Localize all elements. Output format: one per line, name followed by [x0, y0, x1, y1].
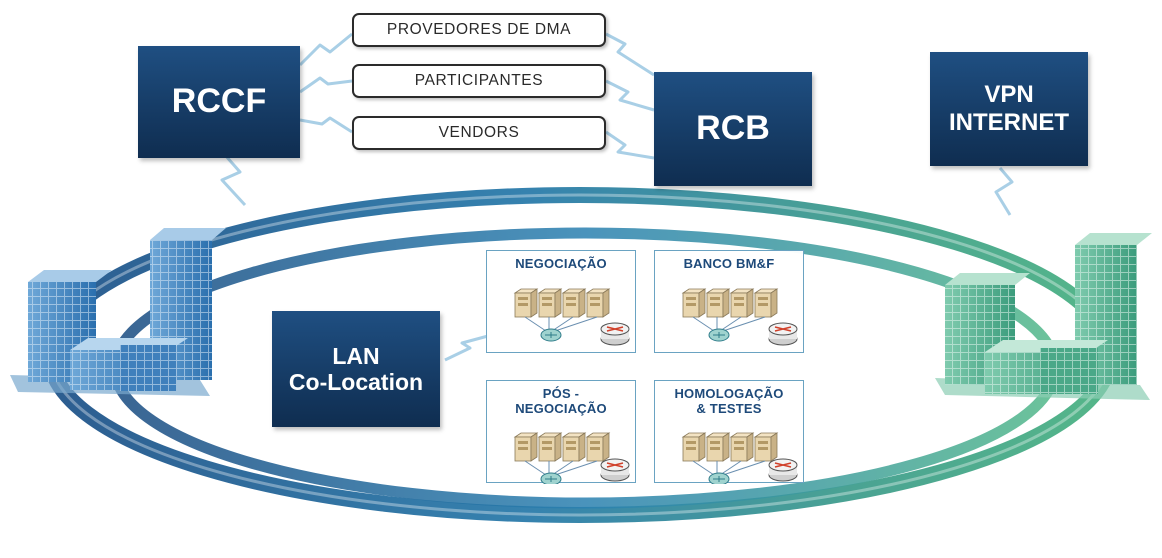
- lan-label: LAN: [332, 342, 380, 369]
- server-icon: [513, 288, 539, 318]
- link-vpn-ring: [994, 167, 1014, 216]
- server-icon: [513, 432, 539, 462]
- server-icon: [753, 432, 779, 462]
- switch-icon: [540, 472, 562, 484]
- vendors-label: VENDORS: [352, 116, 606, 150]
- server-icon: [537, 432, 563, 462]
- zone-banco-bmf: BANCO BM&F: [654, 250, 804, 353]
- zone-negociacao-servers: [513, 288, 630, 346]
- router-icon: [600, 322, 630, 346]
- switch-icon: [708, 472, 730, 484]
- rcb-box: RCB: [654, 72, 812, 186]
- vpn-label: VPN: [984, 81, 1034, 109]
- zone-homologacao-servers: [681, 432, 798, 484]
- zone-banco-title: BANCO BM&F: [655, 256, 803, 272]
- server-icon: [537, 288, 563, 318]
- zone-negociacao-title: NEGOCIAÇÃO: [487, 256, 635, 272]
- zone-homologacao-line1: HOMOLOGAÇÃO: [674, 386, 784, 401]
- rcb-label: RCB: [696, 109, 770, 148]
- vpn-internet-box: VPN INTERNET: [930, 52, 1088, 166]
- switch-icon: [540, 328, 562, 342]
- right-building-cluster: [935, 233, 1152, 400]
- server-icon: [705, 288, 731, 318]
- server-icon: [561, 432, 587, 462]
- server-icon: [681, 288, 707, 318]
- link-rccf-participants: [299, 76, 353, 94]
- switch-icon: [708, 328, 730, 342]
- zone-pos-negociacao: PÓS - NEGOCIAÇÃO: [486, 380, 636, 484]
- router-icon: [768, 322, 798, 346]
- zone-homologacao-line2: & TESTES: [696, 400, 762, 416]
- link-participants-rcb: [605, 79, 655, 112]
- zone-homologacao-testes: HOMOLOGAÇÃO & TESTES: [654, 380, 804, 484]
- server-icon: [753, 288, 779, 318]
- link-lan-zones: [444, 334, 489, 362]
- zone-pos-line2: NEGOCIAÇÃO: [515, 400, 607, 416]
- zone-pos-title: PÓS - NEGOCIAÇÃO: [487, 386, 635, 417]
- server-icon: [585, 288, 611, 318]
- router-icon: [600, 458, 630, 482]
- link-providers-rcb: [605, 32, 655, 77]
- zone-pos-servers: [513, 432, 630, 484]
- zone-negociacao-line1: NEGOCIAÇÃO: [515, 256, 607, 271]
- colocation-label: Co-Location: [288, 369, 424, 395]
- link-rccf-vendors: [299, 116, 353, 134]
- server-icon: [561, 288, 587, 318]
- zone-banco-servers: [681, 288, 798, 346]
- zone-pos-line1: PÓS -: [542, 386, 580, 401]
- server-icon: [705, 432, 731, 462]
- link-vendors-rcb: [605, 130, 655, 160]
- lan-colocation-box: LAN Co-Location: [272, 311, 440, 427]
- participants-label: PARTICIPANTES: [352, 64, 606, 98]
- rccf-label: RCCF: [171, 82, 267, 121]
- server-icon: [585, 432, 611, 462]
- router-icon: [768, 458, 798, 482]
- providers-dma-label: PROVEDORES DE DMA: [352, 13, 606, 47]
- zone-homologacao-title: HOMOLOGAÇÃO & TESTES: [655, 386, 803, 417]
- server-icon: [729, 288, 755, 318]
- link-rccf-providers: [298, 32, 353, 67]
- left-building-cluster: [10, 228, 226, 396]
- zone-banco-line1: BANCO BM&F: [683, 256, 775, 271]
- internet-label: INTERNET: [949, 109, 1069, 136]
- zone-negociacao: NEGOCIAÇÃO: [486, 250, 636, 353]
- rccf-box: RCCF: [138, 46, 300, 158]
- server-icon: [681, 432, 707, 462]
- lightning-links: [220, 32, 1014, 362]
- server-icon: [729, 432, 755, 462]
- link-rccf-ring: [220, 154, 247, 207]
